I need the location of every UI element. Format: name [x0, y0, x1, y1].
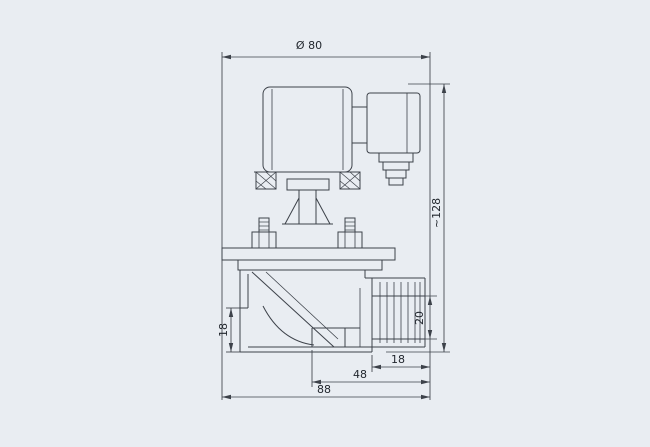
- flange-plate: [221, 247, 396, 271]
- dim-outlet-bore: 20: [412, 295, 437, 340]
- dim-outlet-offset-label: 48: [353, 368, 367, 381]
- dim-outlet-offset: 48: [311, 350, 430, 387]
- dim-top-diameter-label: Ø 80: [296, 39, 322, 52]
- dim-overall-height: ~128: [386, 83, 450, 353]
- din-connector: [352, 92, 421, 154]
- outlet-port: [365, 277, 426, 347]
- dim-overall-height-label: ~128: [430, 198, 443, 228]
- valve-body: [239, 270, 425, 353]
- dim-inlet-height: 18: [217, 307, 240, 353]
- dim-outlet-end-label: 18: [391, 353, 405, 366]
- dim-inlet-height-label: 18: [217, 323, 230, 337]
- mounting-bolt-right: [337, 217, 363, 249]
- dim-outlet-end: 18: [371, 353, 430, 372]
- solenoid-coil: [262, 86, 353, 173]
- mounting-bolt-left: [251, 217, 277, 249]
- valve-illustration: [221, 86, 426, 353]
- armature-yoke: [254, 171, 361, 191]
- dim-top-diameter: Ø 80: [222, 39, 430, 60]
- dim-overall-length-label: 88: [317, 383, 331, 396]
- bonnet: [282, 190, 333, 225]
- extension-lines: [221, 52, 431, 400]
- cable-gland: [378, 152, 414, 186]
- dim-outlet-bore-label: 20: [413, 311, 426, 325]
- dimensions: Ø 80 ~128 18 20: [217, 39, 450, 400]
- dim-overall-length: 88: [222, 383, 430, 400]
